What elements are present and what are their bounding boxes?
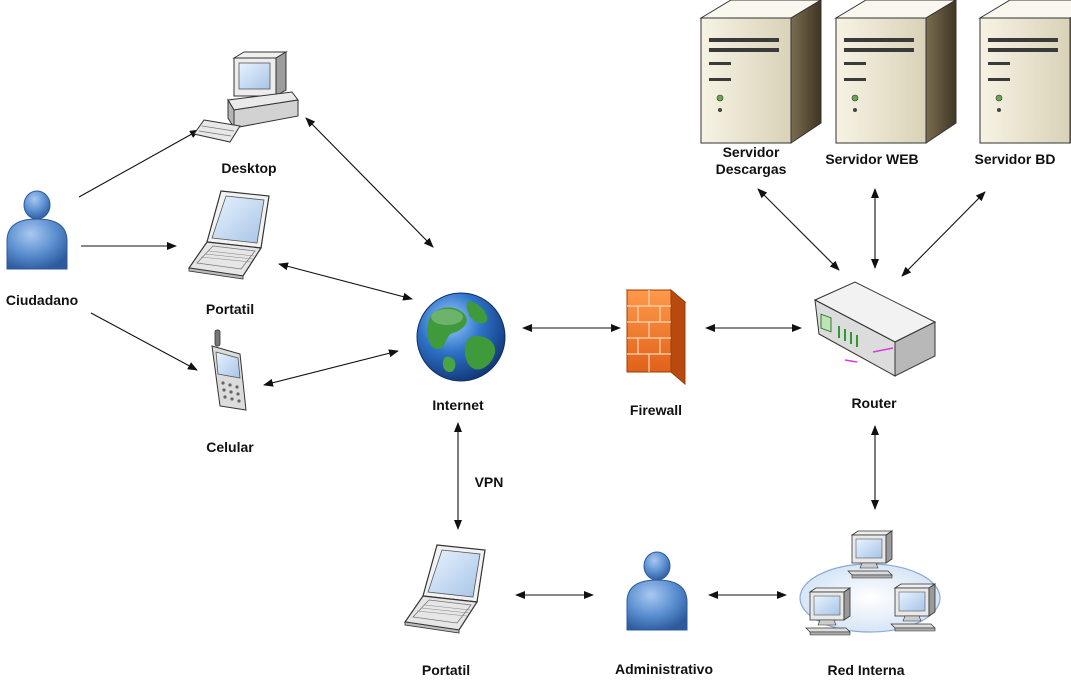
edge-celular-internet (263, 349, 399, 387)
edge-portatil-internet (278, 262, 413, 301)
celular-label: Celular (206, 439, 254, 455)
router-label: Router (851, 395, 897, 411)
mobile-phone-icon (211, 329, 247, 411)
server-tower-icon (835, 0, 957, 144)
edge-desktop-internet (305, 117, 434, 248)
laptop-icon (188, 190, 270, 280)
edge-bd-router (901, 191, 986, 277)
connectors (78, 117, 986, 599)
firewall-label: Firewall (629, 402, 683, 418)
ciudadano-label: Ciudadano (5, 292, 79, 308)
administrativo-label: Administrativo (614, 661, 713, 677)
edge-ciudadano-desktop (78, 129, 200, 198)
globe-icon (416, 292, 506, 382)
network-workstations-icon (799, 530, 941, 636)
laptop-icon (404, 544, 486, 634)
red-interna-label: Red Interna (827, 662, 905, 678)
person-icon (626, 551, 688, 631)
servidor-descargas-label: Servidor Descargas (715, 144, 787, 177)
person-icon (6, 190, 68, 270)
portatil-top-label: Portatil (205, 301, 255, 317)
brick-wall-icon (625, 288, 687, 386)
server-tower-icon (700, 0, 822, 144)
internet-label: Internet (432, 397, 484, 413)
desktop-label: Desktop (221, 160, 277, 176)
router-icon (813, 281, 937, 377)
edge-descargas-router (757, 188, 840, 271)
servidor-bd-label: Servidor BD (974, 151, 1056, 167)
vpn-label: VPN (474, 474, 504, 490)
edge-ciudadano-celular (90, 312, 198, 371)
servidor-web-label: Servidor WEB (825, 151, 919, 167)
desktop-computer-icon (193, 51, 299, 143)
server-tower-icon (979, 0, 1071, 144)
portatil-bottom-label: Portatil (421, 662, 471, 678)
